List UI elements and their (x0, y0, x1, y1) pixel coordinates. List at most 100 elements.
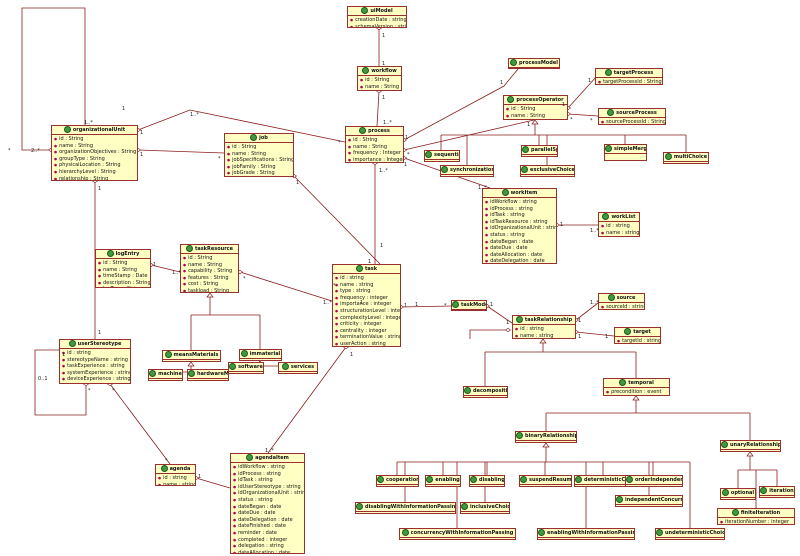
class-taskModel[interactable]: taskModel (451, 300, 487, 311)
class-software[interactable]: software (228, 362, 264, 374)
attribute-text: name : String (232, 150, 267, 157)
class-multiChoice[interactable]: multiChoice (663, 152, 709, 164)
multiplicity-label: 1..* (323, 300, 332, 306)
multiplicity-label: * (8, 148, 11, 154)
visibility-icon: ● (485, 200, 489, 204)
class-suspendResume[interactable]: suspendResume (519, 475, 572, 487)
class-icon (604, 69, 612, 76)
class-machine[interactable]: machine (148, 369, 183, 381)
attribute-text: groupType : String (59, 155, 105, 162)
class-source[interactable]: source●sourceId : string (598, 293, 645, 310)
class-temporal[interactable]: temporal●precondition : event (603, 378, 670, 396)
association-line (21, 7, 86, 151)
attribute-row: ●importance : Integer (348, 157, 403, 162)
association-line (137, 109, 346, 143)
class-enabling[interactable]: enabling (425, 475, 461, 487)
attribute-row: ●idUserStereotype : string (233, 484, 302, 491)
visibility-icon: ● (360, 84, 364, 89)
class-header: parallelSplit (522, 146, 557, 155)
attribute-text: jobSpecifications : String (232, 157, 294, 164)
class-header: processOperator (504, 96, 567, 105)
class-icon (229, 363, 237, 370)
class-deterministicChoice[interactable]: deterministicChoice (574, 475, 633, 487)
class-icon (520, 476, 527, 483)
class-immaterial[interactable]: immaterial (239, 349, 282, 361)
class-attributes: ●idWorkflow : string●idProcess : string●… (231, 463, 304, 553)
class-unaryRelationship[interactable]: unaryRelationship (720, 440, 781, 452)
class-iteration[interactable]: iteration (759, 486, 795, 498)
class-decomposition[interactable]: decomposition (463, 386, 508, 398)
class-taskRelationship[interactable]: taskRelationship●id : string●name : stri… (512, 315, 576, 339)
association-line (293, 175, 381, 265)
class-processOperator[interactable]: processOperator●id : String●name : Strin… (503, 95, 568, 120)
class-binaryRelationship[interactable]: binaryRelationship (515, 431, 577, 443)
class-finiteIteration[interactable]: finiteIteration●iterationNumber : intege… (717, 508, 795, 525)
class-optional[interactable]: optional (720, 488, 756, 500)
class-cooperation[interactable]: cooperation (376, 475, 419, 487)
class-task[interactable]: task●id : string●name : string●type : st… (332, 264, 401, 347)
class-enablingWithInformationPassing[interactable]: enablingWithInformationPassing (537, 528, 635, 540)
attribute-row: ●name : string (601, 230, 639, 236)
class-name: taskRelationship (524, 317, 573, 323)
visibility-icon: ● (348, 151, 352, 156)
class-targetProcess[interactable]: targetProcess●targetProcessId : String (595, 68, 663, 85)
visibility-icon: ● (62, 364, 66, 369)
attribute-text: id : String (59, 136, 84, 142)
multiplicity-label: 1 (562, 102, 566, 108)
visibility-icon: ● (233, 530, 237, 535)
class-target[interactable]: target●targetId : string (614, 327, 661, 344)
attribute-row: ●taskMotivation : string (62, 383, 128, 384)
class-processModel[interactable]: processModel (508, 58, 560, 69)
class-workList[interactable]: workList●id : string●name : string (598, 212, 640, 237)
attribute-row: ●type : string (335, 288, 398, 295)
attribute-row: ●relationship : String (54, 176, 135, 180)
multiplicity-label: 1..* (190, 112, 199, 118)
class-inclusiveChoice[interactable]: inclusiveChoice (460, 502, 510, 514)
generalization-arrow (539, 338, 547, 344)
visibility-icon: ● (485, 213, 489, 218)
class-agenda[interactable]: agenda●id : string●name : string (155, 464, 196, 486)
class-organizationalUnit[interactable]: organizationalUnit●id : String●name : St… (51, 125, 138, 181)
class-undeterministicChoice[interactable]: undeterministicChoice (655, 528, 725, 540)
visibility-icon: ● (54, 150, 58, 155)
class-meansMaterials[interactable]: meansMaterials (162, 350, 221, 362)
class-orderIndependence[interactable]: orderIndependence (625, 475, 683, 487)
attribute-text: idProcess : string (490, 205, 533, 212)
class-name: organizationalUnit (72, 127, 126, 133)
class-uiModel[interactable]: uiModel●creationDate : string●schemaVers… (347, 6, 407, 28)
class-sourceProcess[interactable]: sourceProcess●sourceProcessId : String (598, 108, 666, 125)
class-concurrencyWithInformationPassing[interactable]: concurrencyWithInformationPassing (399, 528, 516, 540)
class-sequential[interactable]: sequential (424, 150, 460, 162)
class-name: inclusiveChoice (470, 504, 510, 510)
class-hardwareM[interactable]: hardwareM (187, 369, 229, 381)
visibility-icon: ● (506, 107, 510, 111)
class-parallelSplit[interactable]: parallelSplit (521, 145, 558, 157)
class-exclusiveChoice[interactable]: exclusiveChoice (520, 165, 575, 177)
class-header: suspendResume (520, 476, 571, 485)
class-agendaItem[interactable]: agendaItem●idWorkflow : string●idProcess… (230, 453, 305, 554)
visibility-icon: ● (233, 524, 237, 529)
class-disablingWithInformationPassing[interactable]: disablingWithInformationPassing (355, 502, 456, 514)
multiplicity-label: 1 (490, 302, 494, 308)
class-workItem[interactable]: workItem●idWorkflow : string●idProcess :… (482, 188, 557, 264)
class-job[interactable]: job●id : String●name : String●jobSpecifi… (224, 133, 294, 177)
class-icon (106, 250, 114, 257)
attribute-row: ●idWorkflow : string (485, 199, 554, 206)
class-name: suspendResume (529, 477, 572, 483)
class-logEntry[interactable]: logEntry●id : String●name : String●timeS… (95, 249, 151, 288)
class-icon (281, 363, 289, 370)
class-simpleMerge[interactable]: simpleMerge (604, 144, 647, 161)
visibility-icon: ● (98, 261, 102, 265)
class-disabling[interactable]: disabling (469, 475, 505, 487)
attribute-row: ●jobFamily : String (227, 164, 291, 171)
attribute-text: id : String (365, 77, 390, 83)
class-header: task (333, 265, 400, 274)
class-services[interactable]: services (278, 362, 318, 374)
attribute-row: ●importance : integer (335, 301, 398, 308)
class-process[interactable]: process●id : String●name : String●freque… (345, 126, 404, 163)
class-workflow[interactable]: workflow●id : String●name : String (357, 66, 402, 91)
class-synchronization[interactable]: synchronization (440, 165, 494, 177)
class-independentConcurrency[interactable]: independentConcurrency (615, 495, 683, 507)
class-taskResource[interactable]: taskResource●id : String●name : String●c… (180, 244, 239, 293)
class-userStereotype[interactable]: userStereotype●id : string●stereotypeNam… (59, 339, 131, 384)
